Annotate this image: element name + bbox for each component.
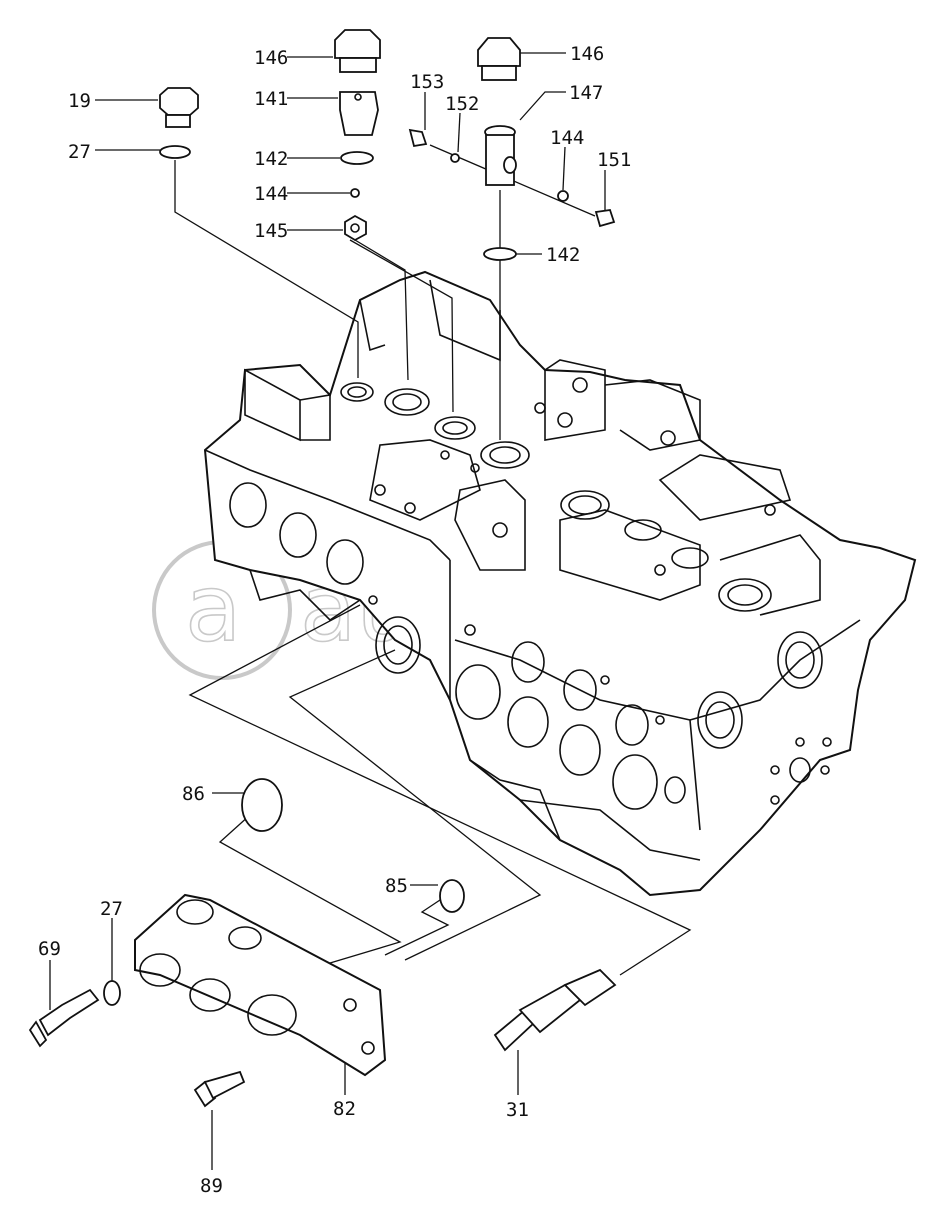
label-151: 151 <box>597 149 631 171</box>
label-69: 69 <box>38 938 61 960</box>
watermark-logo-letter: a <box>185 555 241 662</box>
label-146-right: 146 <box>570 43 604 65</box>
label-86: 86 <box>182 783 205 805</box>
o-ring-142-right <box>483 247 517 261</box>
part-labels: 146 146 153 152 147 19 141 27 142 144 14… <box>38 43 631 1197</box>
label-27-top: 27 <box>68 141 91 163</box>
label-141: 141 <box>254 88 288 110</box>
screw-153 <box>408 128 428 148</box>
label-85: 85 <box>385 875 408 897</box>
block-82 <box>134 893 387 1077</box>
cap-146-left <box>334 29 381 73</box>
nut-145 <box>344 214 367 242</box>
cartridge-31 <box>493 968 617 1052</box>
label-153: 153 <box>410 71 444 93</box>
o-ring-85 <box>439 879 465 913</box>
o-ring-142-left <box>340 151 374 165</box>
label-147: 147 <box>569 82 603 104</box>
plug-151 <box>594 209 616 228</box>
o-ring-27-lower <box>103 980 121 1006</box>
fitting-69 <box>28 988 100 1048</box>
label-152: 152 <box>445 93 479 115</box>
ball-144-right <box>557 190 569 202</box>
label-145: 145 <box>254 220 288 242</box>
part-152 <box>450 153 460 163</box>
o-ring-86 <box>241 778 283 832</box>
housing-147 <box>484 125 517 186</box>
label-82: 82 <box>333 1098 356 1120</box>
label-146-left: 146 <box>254 47 288 69</box>
label-144-left: 144 <box>254 183 288 205</box>
control-valve-body <box>203 270 917 897</box>
label-144-right: 144 <box>550 127 584 149</box>
label-142-left: 142 <box>254 148 288 170</box>
plug-19 <box>159 87 199 128</box>
label-27-lower: 27 <box>100 898 123 920</box>
label-142-right: 142 <box>546 244 580 266</box>
label-89: 89 <box>200 1175 223 1197</box>
label-19: 19 <box>68 90 91 112</box>
sleeve-141 <box>339 91 379 136</box>
o-ring-27-top <box>159 145 191 159</box>
bolt-89 <box>193 1070 246 1108</box>
label-31: 31 <box>506 1099 529 1121</box>
ball-144-left <box>350 188 360 198</box>
cap-146-right <box>477 37 521 81</box>
